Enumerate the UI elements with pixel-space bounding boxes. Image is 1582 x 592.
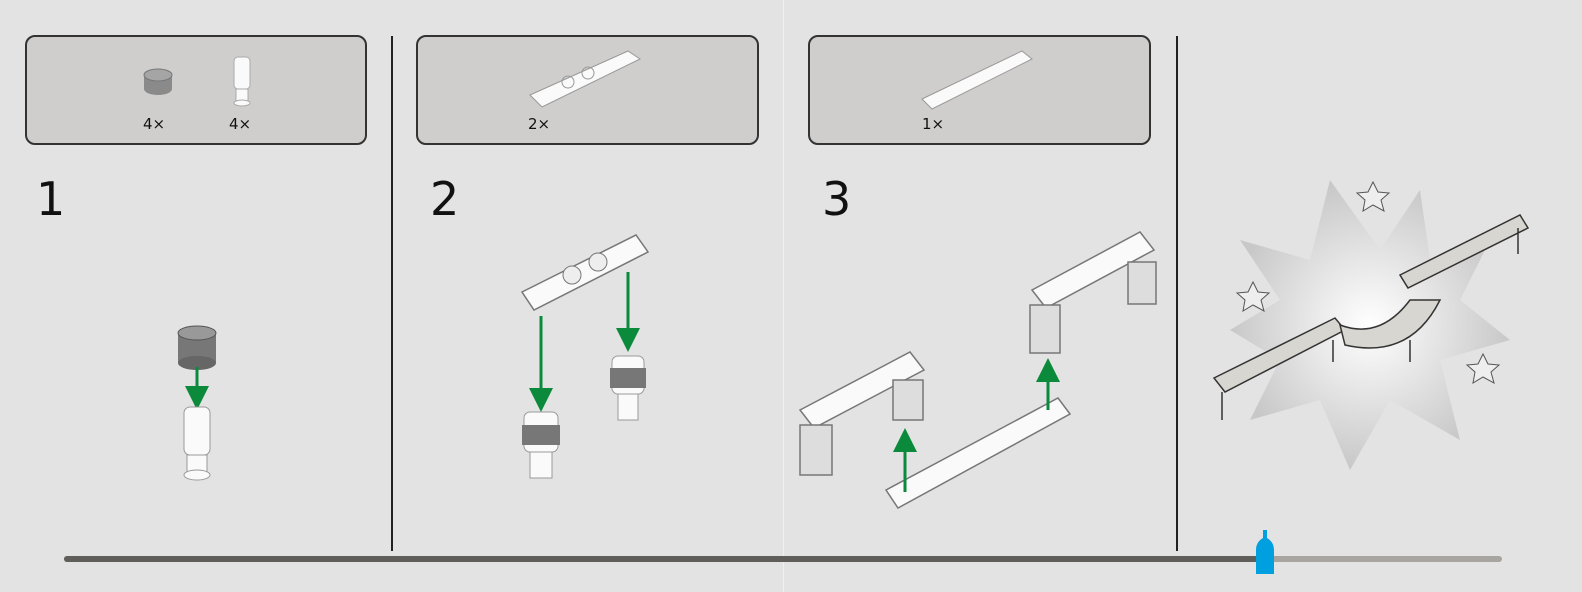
step-number: 1 bbox=[36, 172, 66, 226]
step-divider bbox=[391, 36, 393, 551]
step-divider bbox=[1176, 36, 1178, 551]
parts-icons bbox=[921, 50, 1033, 110]
progress-bar[interactable] bbox=[64, 556, 1502, 562]
parts-icons bbox=[143, 56, 251, 107]
axle-pin-piece bbox=[183, 406, 211, 481]
step-number: 2 bbox=[430, 172, 460, 226]
part-count: 4× bbox=[143, 115, 166, 133]
parts-list-step-1: 4× 4× bbox=[25, 35, 367, 145]
pin-with-bush bbox=[522, 411, 560, 479]
bush-piece bbox=[177, 325, 217, 370]
page-seam bbox=[783, 0, 784, 592]
beam-assembly bbox=[798, 231, 1157, 509]
progress-marker-bottle-icon[interactable] bbox=[1254, 528, 1276, 576]
part-count: 2× bbox=[528, 115, 551, 133]
bush-part-icon bbox=[143, 68, 173, 95]
parts-list-step-3: 1× bbox=[808, 35, 1151, 145]
parts-list-step-2: 2× bbox=[416, 35, 759, 145]
completed-model bbox=[1212, 214, 1530, 420]
pin-with-bush bbox=[610, 355, 646, 421]
progress-fill bbox=[64, 556, 1265, 562]
axle-pin-part-icon bbox=[233, 56, 251, 107]
step-number: 3 bbox=[822, 172, 852, 226]
beam-part-icon bbox=[921, 50, 1033, 110]
part-count: 1× bbox=[922, 115, 945, 133]
beam-piece bbox=[520, 234, 650, 311]
beam-part-icon bbox=[529, 50, 642, 108]
star-icon bbox=[1235, 180, 1501, 385]
completion-burst bbox=[1230, 180, 1510, 470]
part-count: 4× bbox=[229, 115, 252, 133]
parts-icons bbox=[529, 50, 642, 108]
